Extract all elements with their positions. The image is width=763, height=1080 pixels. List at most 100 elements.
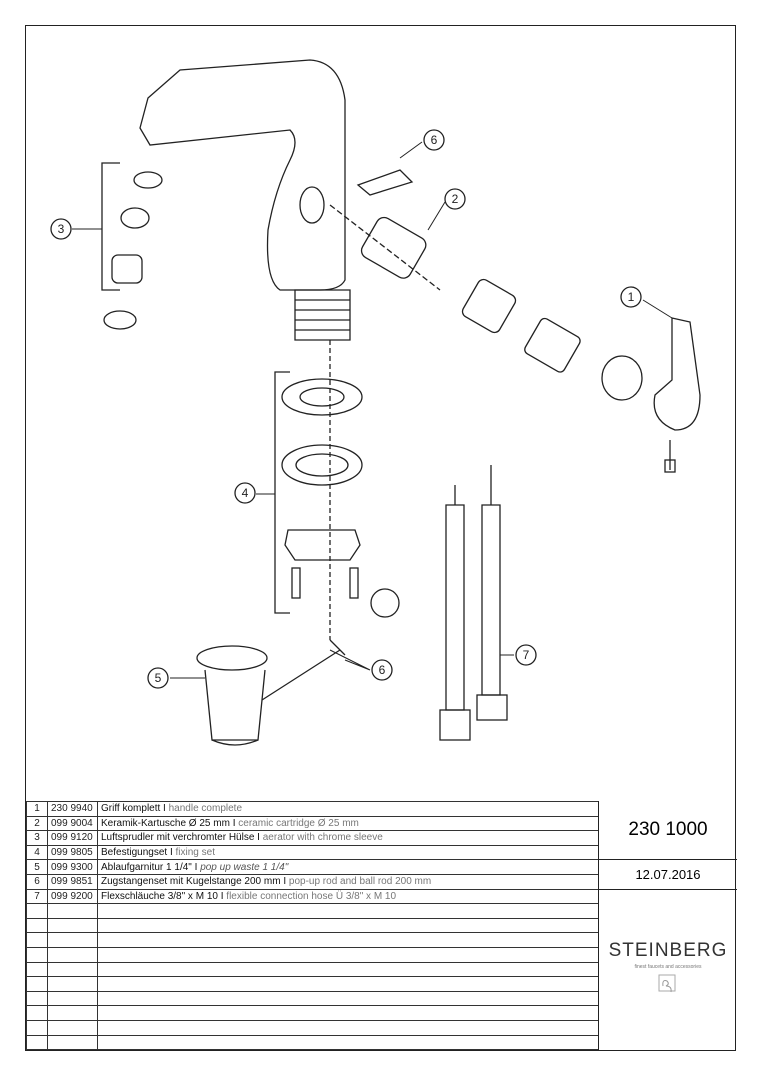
cartridge-and-handle — [329, 169, 701, 473]
empty-cell — [26, 961, 48, 978]
part-number-cell: 6 — [26, 873, 48, 890]
part-code-cell: 099 9120 — [47, 830, 98, 846]
empty-cell — [97, 961, 599, 978]
flex-hoses — [439, 465, 508, 741]
empty-cell — [26, 1019, 48, 1036]
description-german: Keramik-Kartusche Ø 25 mm — [101, 817, 230, 829]
description-separator: I — [229, 817, 239, 829]
empty-cell — [47, 961, 98, 978]
description-german: Luftsprudler mit verchromter Hülse — [101, 832, 255, 844]
empty-cell — [47, 990, 98, 1007]
callout-6-bottom: 6 — [379, 663, 386, 677]
callout-6-top: 6 — [431, 133, 438, 147]
empty-cell — [47, 946, 98, 963]
empty-cell — [97, 932, 599, 948]
empty-table-row — [26, 1005, 599, 1021]
fixing-set — [274, 340, 400, 640]
description-german: Befestigungset — [101, 847, 168, 859]
title-block: 230 1000 12.07.2016 STEINBERG finest fau… — [598, 801, 737, 1051]
description-english: aerator with chrome sleeve — [262, 832, 383, 844]
empty-cell — [47, 1034, 98, 1051]
empty-cell — [26, 1005, 48, 1021]
description-english: pop-up rod and ball rod 200 mm — [288, 876, 432, 888]
description-english: ceramic cartridge Ø 25 mm — [238, 817, 359, 829]
part-code-cell: 099 9300 — [47, 859, 98, 875]
empty-table-row — [26, 917, 599, 934]
empty-cell — [26, 976, 48, 992]
description-separator: I — [280, 876, 289, 888]
callout-3: 3 — [58, 222, 65, 236]
description-separator: I — [191, 861, 201, 873]
callout-circles: 1 2 3 4 5 6 6 7 — [50, 129, 642, 689]
drawing-date: 12.07.2016 — [599, 860, 737, 890]
empty-cell — [47, 932, 98, 948]
brand-emblem-icon — [658, 974, 676, 993]
drawing-frame — [25, 25, 736, 1051]
empty-cell — [26, 917, 48, 934]
part-description-cell: Flexschläuche 3/8" x M 10 I flexible con… — [97, 888, 599, 905]
empty-table-row — [26, 932, 599, 948]
description-english: flexible connection hose Ü 3/8" x M 10 — [226, 890, 397, 902]
description-german: Flexschläuche 3/8" x M 10 — [101, 890, 218, 902]
aerator-parts — [101, 162, 163, 330]
empty-cell — [97, 976, 599, 992]
exploded-diagram: 1 2 3 4 5 6 6 7 — [50, 59, 701, 746]
description-german: Ablaufgarnitur 1 1/4" — [101, 861, 192, 873]
empty-table-row — [26, 990, 599, 1007]
description-separator: I — [217, 890, 227, 902]
part-number-cell: 3 — [26, 830, 48, 846]
part-description-cell: Griff komplett I handle complete — [97, 801, 599, 817]
brand-logo: STEINBERG finest faucets and accessories — [599, 890, 737, 1001]
empty-cell — [26, 903, 48, 919]
callout-7: 7 — [523, 648, 530, 662]
part-number-cell: 5 — [26, 859, 48, 875]
callout-4: 4 — [242, 486, 249, 500]
empty-table-row — [26, 946, 599, 963]
description-german: Griff komplett — [101, 803, 161, 815]
empty-cell — [97, 1005, 599, 1021]
empty-cell — [26, 1034, 48, 1051]
part-description-cell: Zugstangenset mit Kugelstange 200 mm I p… — [97, 873, 599, 890]
empty-table-row — [26, 903, 599, 919]
empty-cell — [26, 990, 48, 1007]
part-code-cell: 099 9851 — [47, 873, 98, 890]
empty-cell — [97, 1019, 599, 1036]
empty-cell — [97, 903, 599, 919]
faucet-body — [139, 59, 351, 341]
callout-leaders — [72, 141, 673, 679]
empty-cell — [47, 1005, 98, 1021]
empty-table-row — [26, 1034, 599, 1051]
part-description-cell: Befestigungset I fixing set — [97, 844, 599, 861]
empty-cell — [97, 917, 599, 934]
description-german: Zugstangenset mit Kugelstange 200 mm — [101, 876, 281, 888]
brand-tagline: finest faucets and accessories — [634, 964, 702, 970]
part-description-cell: Ablaufgarnitur 1 1/4" I pop up waste 1 1… — [97, 859, 599, 875]
product-number: 230 1000 — [599, 801, 737, 860]
description-separator: I — [167, 847, 176, 859]
part-code-cell: 099 9004 — [47, 815, 98, 832]
empty-cell — [26, 932, 48, 948]
pop-up-waste — [196, 639, 346, 746]
empty-table-row — [26, 1019, 599, 1036]
empty-cell — [97, 946, 599, 963]
empty-cell — [47, 1019, 98, 1036]
empty-cell — [97, 1034, 599, 1051]
callout-1: 1 — [628, 290, 635, 304]
empty-table-row — [26, 976, 599, 992]
description-english: handle complete — [168, 803, 243, 815]
part-description-cell: Keramik-Kartusche Ø 25 mm I ceramic cart… — [97, 815, 599, 832]
empty-cell — [97, 990, 599, 1007]
part-code-cell: 230 9940 — [47, 801, 98, 817]
description-english: pop up waste 1 1/4" — [200, 861, 289, 873]
empty-cell — [47, 903, 98, 919]
part-number-cell: 1 — [26, 801, 48, 817]
empty-table-row — [26, 961, 599, 978]
